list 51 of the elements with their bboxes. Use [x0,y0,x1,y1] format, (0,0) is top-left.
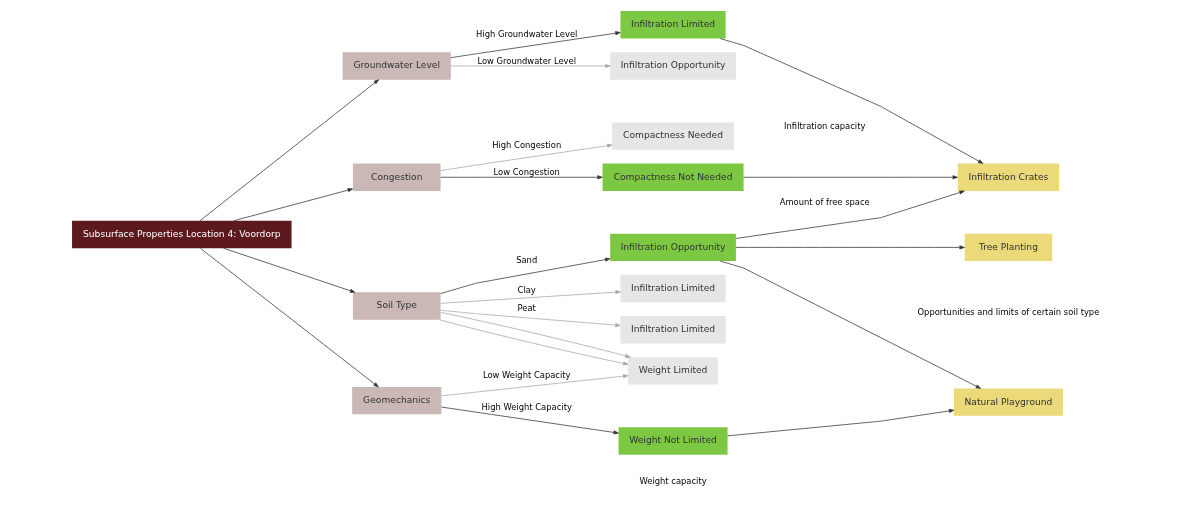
arrow [719,38,984,164]
edge-label: Peat [517,303,536,314]
label: Infiltration capacity [784,121,866,132]
arrow [743,175,958,180]
node-box: Weight Limited [628,357,719,385]
arrow [719,260,982,389]
label: Amount of free space [779,197,870,208]
edge-label: High Congestion [492,140,562,151]
node-box: Congestion [352,163,441,191]
node-box: Natural Playground [953,388,1063,416]
arrow [440,143,613,171]
arrow [223,247,356,293]
arrow [440,309,621,328]
arrow [440,290,621,304]
node-box: Infiltration Limited [620,316,726,344]
arrow [450,64,611,68]
arrow [440,312,631,358]
arrow [735,245,965,250]
arrow [450,31,621,59]
edge-label: Sand [516,255,538,266]
node-box: Geomechanics [352,386,442,415]
node-box: Compactness Needed [612,122,735,150]
arrow [735,190,965,239]
edge-label: High Weight Capacity [481,401,572,412]
edge-label: Low Weight Capacity [482,370,571,381]
node-box: Soil Type [352,292,441,320]
arrow [200,247,379,388]
node-box: Subsurface Properties Location 4: Voordorp [72,220,292,249]
arrow [233,188,353,222]
node-box: Infiltration Limited [620,11,726,39]
arrow [441,374,629,397]
edge-label: Clay [517,284,536,295]
edge-label: Low Groundwater Level [477,55,577,66]
node-box: Infiltration Limited [620,274,726,303]
arrow [441,406,619,435]
node-box: Compactness Not Needed [602,163,744,191]
node-box: Infiltration Opportunity [610,233,736,262]
node-box: Infiltration Crates [957,163,1060,191]
node-box: Tree Planting [964,233,1053,262]
arrow [727,408,955,437]
node-box: Weight Not Limited [618,427,728,455]
arrow [440,175,603,180]
label: Weight capacity [639,476,707,487]
node-box: Groundwater Level [342,52,451,80]
node-box: Infiltration Opportunity [610,52,736,80]
arrow [440,257,611,294]
label: Opportunities and limits of certain soil type [917,307,1100,318]
arrow [199,79,379,222]
arrow [439,319,629,366]
edge-label: High Groundwater Level [476,28,578,39]
edge-label: Low Congestion [493,166,560,177]
